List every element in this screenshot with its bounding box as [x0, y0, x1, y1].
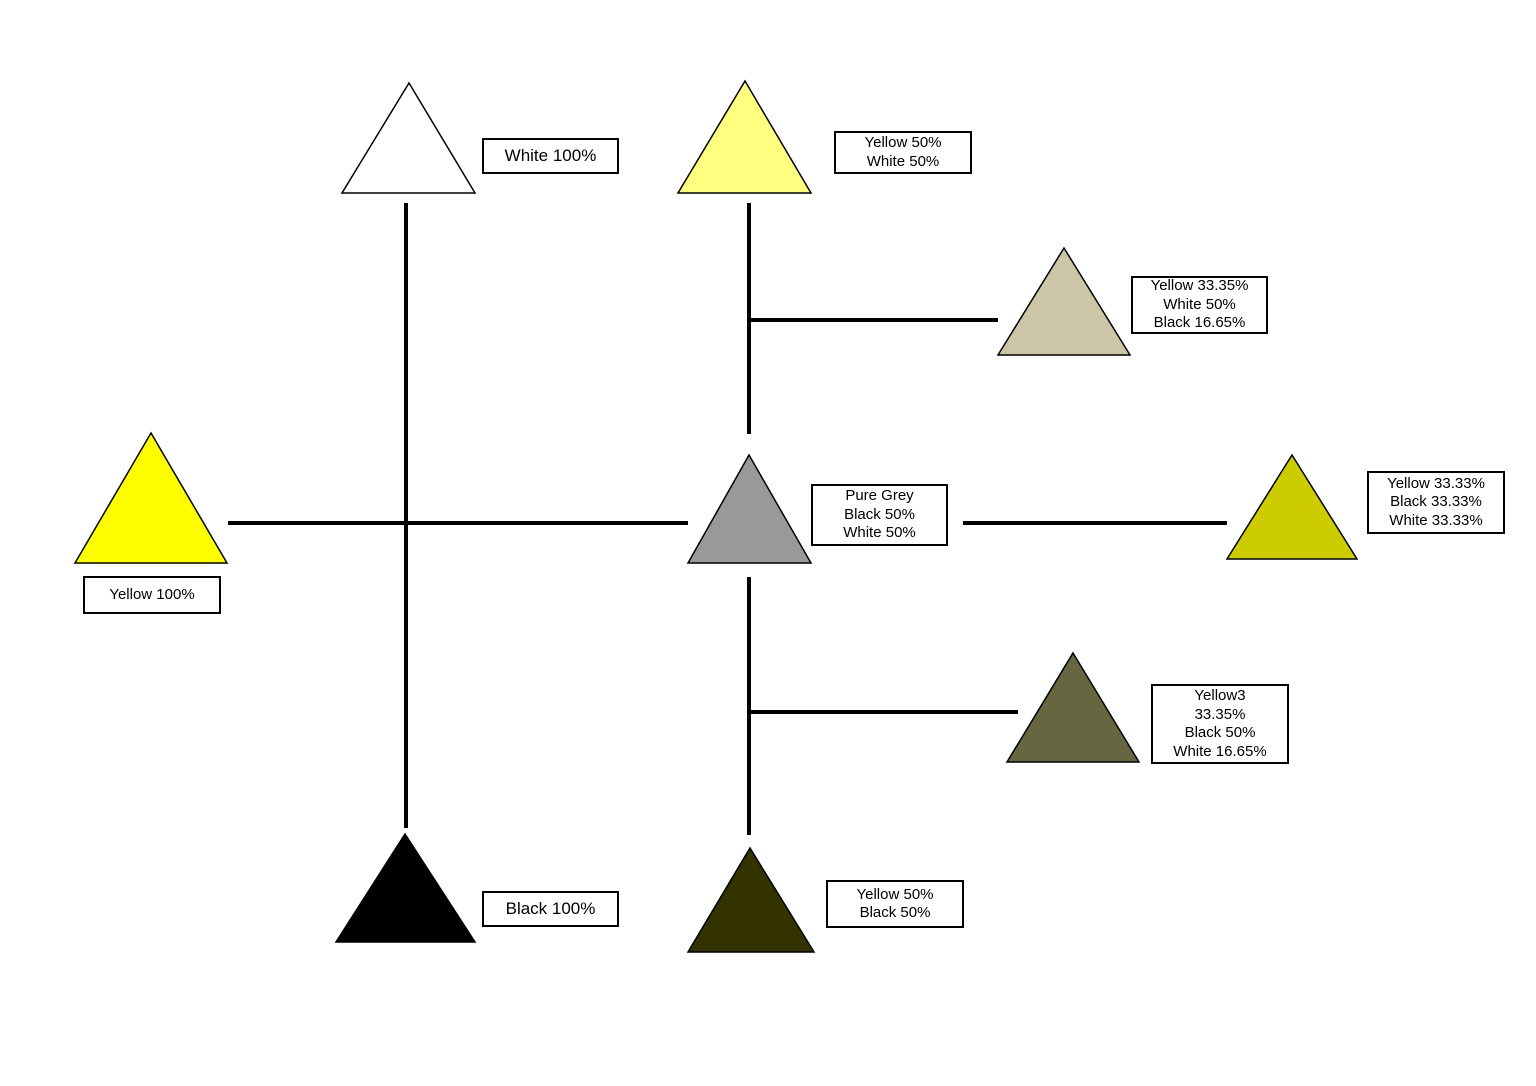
label-line: Black 50%: [859, 904, 931, 921]
triangle-light-mix: [996, 246, 1132, 356]
label-yellow: Yellow 100%: [83, 576, 221, 614]
triangle-yellow: [73, 431, 229, 564]
label-line: 33.35%: [1194, 705, 1246, 723]
label-light-mix: Yellow 33.35% White 50% Black 16.65%: [1131, 276, 1268, 334]
label-line: Yellow3: [1194, 687, 1246, 704]
label-line: White 50%: [843, 524, 916, 542]
label-line: White 50%: [866, 152, 940, 170]
label-line: Black 16.65%: [1153, 314, 1246, 332]
triangle-pure-grey: [686, 453, 813, 564]
triangle-yellow-white: [676, 79, 813, 194]
label-thirds: Yellow 33.33% Black 33.33% White 33.33%: [1367, 471, 1505, 534]
label-line: Black 33.33%: [1390, 493, 1482, 511]
label-yellow-white: Yellow 50% White 50%: [834, 131, 972, 174]
label-black: Black 100%: [482, 891, 619, 927]
triangle-yellow-black: [686, 846, 816, 953]
label-line: White 16.65%: [1173, 742, 1267, 760]
label-pure-grey: Pure Grey Black 50% White 50%: [811, 484, 948, 546]
label-line: White 100%: [504, 145, 597, 165]
label-line: Black 100%: [505, 898, 596, 918]
label-line: Yellow 50%: [864, 134, 942, 151]
label-line: White 50%: [1163, 295, 1236, 313]
triangle-black: [334, 832, 477, 943]
triangle-white: [340, 81, 477, 194]
label-yellow-black: Yellow 50% Black 50%: [826, 880, 964, 928]
label-dark-mix: Yellow3 33.35% Black 50% White 16.65%: [1151, 684, 1289, 764]
label-white: White 100%: [482, 138, 619, 174]
label-line: White 33.33%: [1389, 511, 1483, 529]
label-line: Pure Grey: [845, 487, 914, 505]
triangle-dark-mix: [1005, 651, 1141, 763]
triangle-thirds: [1225, 453, 1359, 560]
label-line: Yellow 50%: [856, 885, 934, 903]
label-line: Yellow 33.35%: [1150, 277, 1249, 295]
label-line: Black 50%: [844, 505, 915, 523]
label-line: Yellow 100%: [109, 585, 195, 603]
label-line: Yellow 33.33%: [1387, 474, 1485, 492]
label-line: Black 50%: [1184, 724, 1256, 741]
